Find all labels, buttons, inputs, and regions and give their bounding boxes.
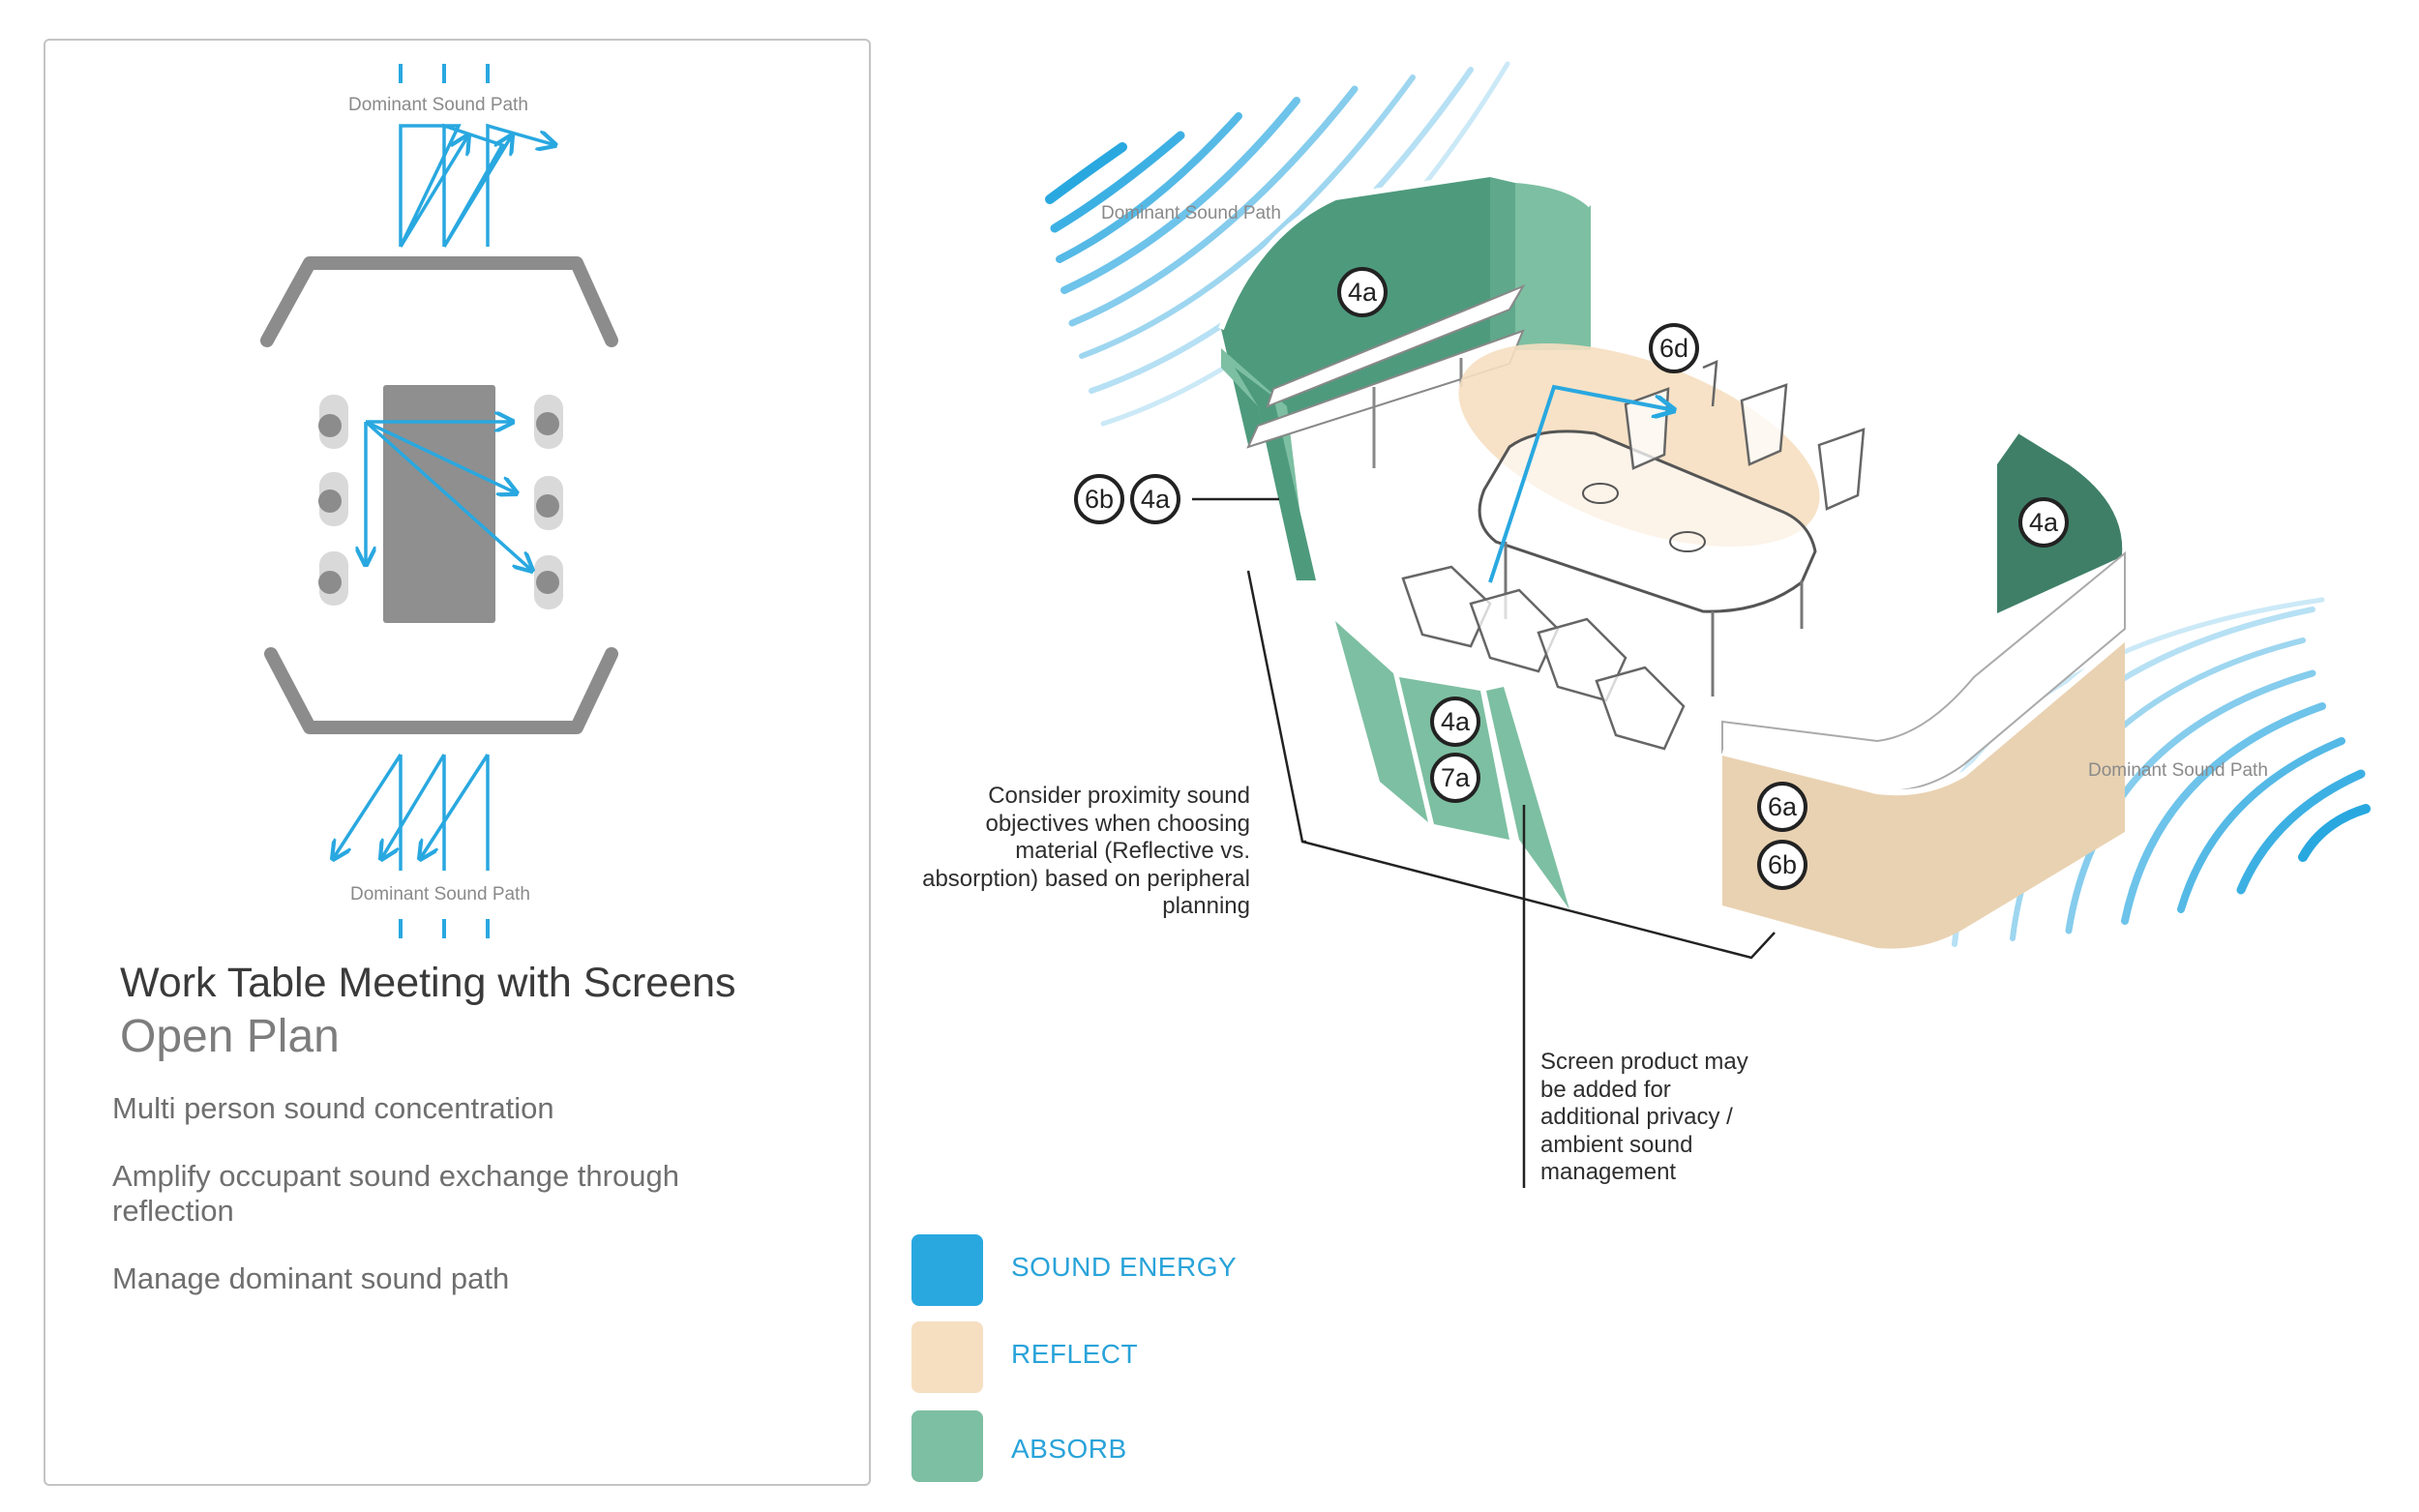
note-proximity-line: absorption) based on peripheral <box>922 865 1250 892</box>
note-proximity-line: material (Reflective vs. <box>1015 838 1250 864</box>
tag-circle <box>1430 697 1480 747</box>
meeting-table <box>1478 430 1817 697</box>
bottom-path-ticks <box>399 919 490 938</box>
tag-circle <box>1757 782 1807 832</box>
bottom-sound-arrows <box>333 754 490 871</box>
note-proximity: Consider proximity sound objectives when… <box>922 783 1250 921</box>
tag-label: 6b <box>1768 850 1797 879</box>
top-sound-arrows <box>399 123 555 248</box>
bottom-screen <box>264 647 618 734</box>
legend-label-reflect: REFLECT <box>1011 1339 1139 1369</box>
legend-swatch-reflect <box>911 1321 983 1393</box>
tag-label: 4a <box>1441 707 1471 736</box>
tag-label: 7a <box>1441 763 1471 792</box>
plan-chairs <box>318 395 563 609</box>
tag-label: 4a <box>1348 278 1378 307</box>
path-label-right: Dominant Sound Path <box>2088 760 2268 781</box>
tag-circle <box>1337 267 1388 317</box>
note-screen-line: Screen product may <box>1540 1049 1748 1075</box>
page-subtitle: Open Plan <box>120 1011 340 1062</box>
table-sound-arrows <box>366 422 532 571</box>
tag-label: 4a <box>1141 485 1171 514</box>
tag-circle <box>2018 497 2069 548</box>
tag-circle <box>1130 474 1180 524</box>
top-screen <box>260 256 618 347</box>
point-1: Multi person sound concentration <box>112 1091 554 1125</box>
top-path-label: Dominant Sound Path <box>348 95 528 115</box>
tag-label: 6a <box>1768 792 1798 821</box>
tag-label: 6b <box>1085 485 1114 514</box>
tag-label: 6d <box>1659 334 1688 363</box>
tag-circle <box>1757 840 1807 890</box>
bottom-path-label: Dominant Sound Path <box>350 884 530 904</box>
material-tags: 4a 6d 6b 4a 4a 4a 7a 6a 6b <box>1074 267 2069 890</box>
note-proximity-line: Consider proximity sound <box>988 783 1250 809</box>
chairs-sketch <box>1401 360 1866 751</box>
note-screen-line: management <box>1540 1159 1677 1185</box>
legend-label-sound-energy: SOUND ENERGY <box>1011 1252 1238 1282</box>
legend-swatch-sound-energy <box>911 1234 983 1306</box>
top-path-ticks <box>399 64 490 83</box>
plan-diagram <box>260 64 618 938</box>
tag-circle <box>1649 323 1699 373</box>
tag-circle <box>1430 753 1480 803</box>
legend-swatch-absorb <box>911 1410 983 1482</box>
note-proximity-line: planning <box>1162 893 1250 919</box>
leader-lines <box>1192 497 1776 1188</box>
legend-label-absorb: ABSORB <box>1011 1434 1127 1464</box>
note-proximity-line: objectives when choosing <box>985 810 1250 837</box>
reflect-screen <box>1721 550 2127 949</box>
note-screen-line: ambient sound <box>1540 1131 1693 1158</box>
page-title: Work Table Meeting with Screens <box>120 960 736 1006</box>
note-screen: Screen product may be added for addition… <box>1540 1049 1748 1187</box>
note-screen-line: additional privacy / <box>1540 1104 1733 1130</box>
point-3: Manage dominant sound path <box>112 1261 510 1295</box>
tag-circle <box>1074 474 1124 524</box>
tag-label: 4a <box>2029 508 2059 537</box>
note-screen-line: be added for <box>1540 1076 1671 1103</box>
room-sound-arrow <box>1488 384 1674 583</box>
left-panel <box>44 39 871 1486</box>
point-2: Amplify occupant sound exchange through … <box>112 1159 679 1228</box>
path-label-left: Dominant Sound Path <box>1101 203 1281 223</box>
